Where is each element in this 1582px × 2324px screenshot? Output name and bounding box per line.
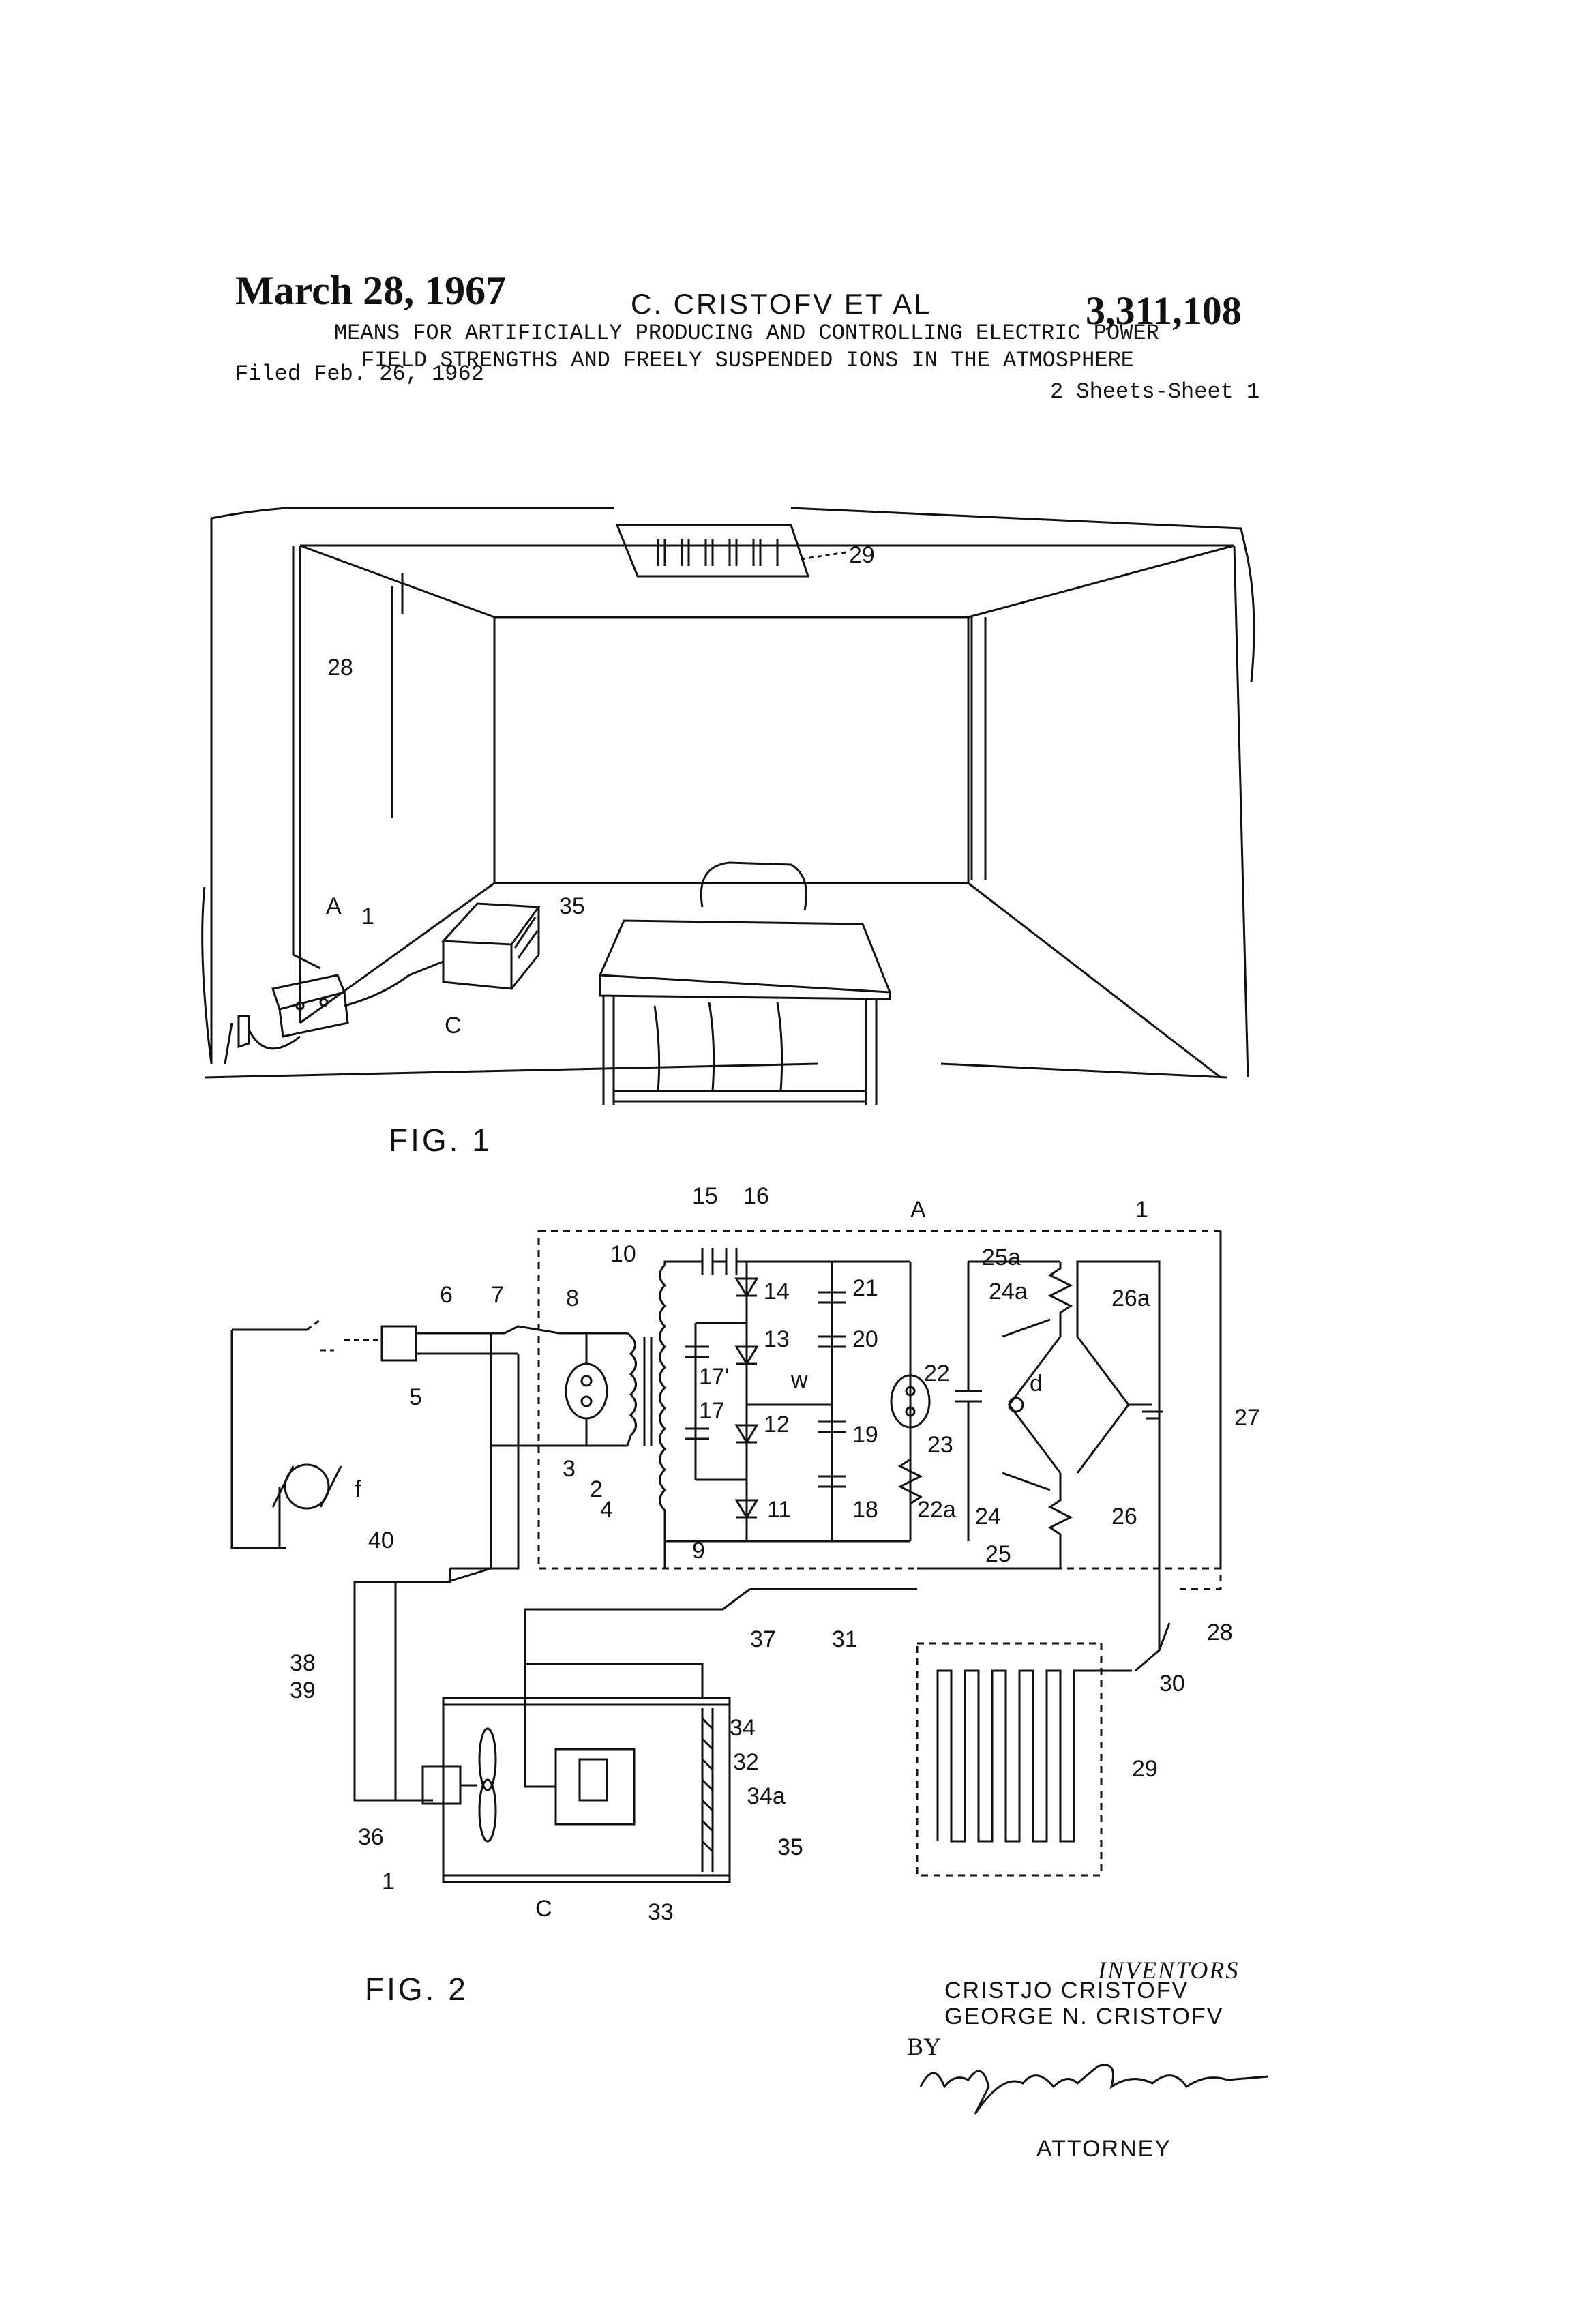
svg-text:37: 37 — [750, 1626, 776, 1652]
svg-text:7: 7 — [491, 1282, 504, 1308]
fig1-room — [201, 507, 1255, 1105]
svg-text:28: 28 — [1207, 1620, 1233, 1645]
patent-inventors: C. CRISTOFV ET AL — [631, 288, 932, 320]
svg-text:25a: 25a — [982, 1245, 1021, 1270]
fig1-caption: FIG. 1 — [389, 1122, 492, 1158]
inventor-name-1: CRISTJO CRISTOFV — [944, 1978, 1189, 2003]
svg-text:d: d — [1030, 1371, 1043, 1397]
svg-text:40: 40 — [368, 1528, 394, 1553]
svg-text:27: 27 — [1234, 1405, 1260, 1431]
svg-text:26: 26 — [1111, 1504, 1137, 1530]
svg-text:39: 39 — [290, 1678, 316, 1703]
svg-text:24a: 24a — [989, 1279, 1028, 1305]
svg-text:38: 38 — [290, 1650, 316, 1676]
fig2-circuit — [230, 1230, 1222, 1883]
svg-text:1: 1 — [382, 1868, 395, 1894]
svg-text:3: 3 — [563, 1456, 576, 1482]
svg-text:15: 15 — [692, 1183, 718, 1209]
svg-text:35: 35 — [777, 1834, 803, 1860]
svg-text:2: 2 — [590, 1476, 603, 1502]
svg-text:17: 17 — [699, 1398, 725, 1424]
svg-text:22a: 22a — [917, 1497, 956, 1523]
svg-text:24: 24 — [975, 1504, 1001, 1530]
attorney-signature — [919, 2064, 1269, 2115]
svg-text:9: 9 — [692, 1538, 705, 1564]
label-A: A — [326, 893, 342, 919]
svg-text:32: 32 — [733, 1749, 759, 1775]
svg-text:6: 6 — [440, 1282, 453, 1308]
label-28: 28 — [327, 655, 353, 681]
svg-text:13: 13 — [764, 1326, 790, 1352]
svg-text:19: 19 — [852, 1422, 878, 1448]
fig1-labels: 29 28 A 1 35 C — [326, 542, 875, 1039]
svg-text:29: 29 — [1132, 1756, 1158, 1782]
patent-number: 3,311,108 — [1086, 288, 1242, 333]
svg-text:18: 18 — [852, 1497, 878, 1523]
by-label: BY — [907, 2033, 942, 2060]
svg-text:12: 12 — [764, 1412, 790, 1437]
svg-text:C: C — [535, 1896, 552, 1922]
patent-title-line-1: MEANS FOR ARTIFICIALLY PRODUCING AND CON… — [334, 321, 1159, 346]
patent-date: March 28, 1967 — [235, 268, 507, 313]
patent-title-line-2: FIELD STRENGTHS AND FREELY SUSPENDED ION… — [361, 348, 1134, 373]
svg-text:4: 4 — [600, 1497, 613, 1523]
svg-text:22: 22 — [924, 1360, 950, 1386]
label-29: 29 — [849, 542, 875, 568]
svg-text:36: 36 — [358, 1824, 384, 1850]
svg-text:11: 11 — [767, 1497, 791, 1523]
svg-text:31: 31 — [832, 1626, 858, 1652]
label-35: 35 — [559, 893, 585, 919]
svg-text:20: 20 — [852, 1326, 878, 1352]
svg-text:1: 1 — [1135, 1197, 1148, 1223]
svg-text:26a: 26a — [1111, 1285, 1150, 1311]
attorney-label: ATTORNEY — [1036, 2136, 1171, 2162]
sheet-count: 2 Sheets-Sheet 1 — [1050, 379, 1260, 404]
svg-text:25: 25 — [985, 1541, 1011, 1567]
svg-text:17': 17' — [699, 1364, 729, 1390]
filed-date: Filed Feb. 26, 1962 — [235, 361, 484, 387]
svg-text:16: 16 — [743, 1183, 769, 1209]
svg-text:30: 30 — [1159, 1671, 1185, 1697]
label-1: 1 — [361, 904, 374, 929]
svg-text:f: f — [355, 1476, 361, 1502]
svg-text:34a: 34a — [747, 1783, 786, 1809]
svg-text:5: 5 — [409, 1384, 422, 1410]
svg-text:23: 23 — [927, 1432, 953, 1458]
svg-text:34: 34 — [730, 1715, 756, 1741]
svg-text:10: 10 — [610, 1241, 636, 1267]
svg-text:14: 14 — [764, 1279, 790, 1305]
inventors-label: INVENTORS — [1098, 1956, 1240, 1984]
svg-text:33: 33 — [648, 1899, 674, 1925]
svg-text:w: w — [790, 1367, 808, 1393]
svg-text:A: A — [910, 1197, 926, 1223]
label-C: C — [445, 1013, 462, 1039]
fig2-caption: FIG. 2 — [365, 1971, 468, 2007]
inventor-name-2: GEORGE N. CRISTOFV — [944, 2003, 1224, 2029]
svg-text:8: 8 — [566, 1285, 579, 1311]
svg-text:21: 21 — [852, 1275, 878, 1301]
